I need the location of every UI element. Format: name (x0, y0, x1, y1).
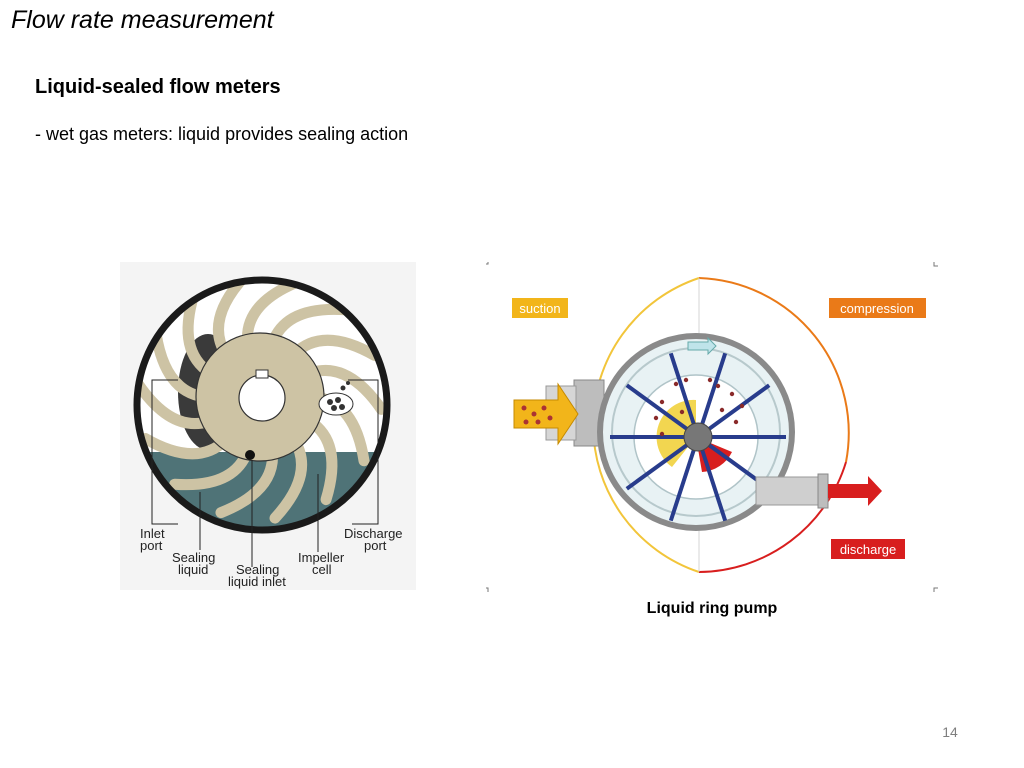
discharge-bubbles (318, 381, 354, 416)
compression-tag: compression (840, 301, 914, 316)
rotor-blade (700, 352, 728, 425)
discharge-tag-bg (831, 539, 905, 559)
suction-tag: suction (519, 301, 560, 316)
pump-caption: Liquid ring pump (646, 600, 778, 617)
rotation-arrow (687, 336, 717, 356)
rotor-bubbles (653, 377, 745, 437)
label-discharge-port-2: port (364, 538, 387, 553)
label-inlet-port: Inlet (140, 526, 165, 541)
rotor-blade (700, 449, 728, 522)
label-sealing-liquid: Sealing (172, 550, 215, 565)
impeller-keyway (255, 369, 269, 379)
liquid-ring-pump-svg: suction compression discharge (486, 262, 938, 592)
suction-arrow (513, 382, 579, 446)
label-discharge-port: Discharge (344, 526, 403, 541)
label-sealing-liquid-2: liquid (178, 562, 208, 577)
label-inlet-port-2: port (140, 538, 163, 553)
compression-arc (698, 277, 850, 463)
suction-arrow-bubbles (521, 405, 553, 425)
impeller-bore (238, 374, 286, 422)
suction-tag-bg (512, 298, 568, 318)
rotor-blade (625, 443, 688, 491)
bullet-text: - wet gas meters: liquid provides sealin… (35, 124, 409, 144)
section-heading: Liquid-sealed flow meters (35, 76, 281, 98)
rotor-blades (610, 352, 786, 522)
liquid-ring-pump-diagram: suction compression discharge (486, 262, 938, 592)
wet-gas-meter-svg: Inlet port Sealing liquid Sealing liquid… (133, 276, 403, 589)
meter-labels: Inlet port Sealing liquid Sealing liquid… (140, 526, 403, 589)
discharge-tag: discharge (840, 542, 896, 557)
rotor-shaft (683, 422, 713, 452)
rotor-blade (668, 449, 696, 522)
discharge-flange (817, 473, 829, 509)
leader-lines (151, 379, 379, 567)
suction-cell (656, 399, 696, 467)
corner-marks (486, 262, 938, 592)
meter-housing (133, 276, 391, 534)
sealing-inlet-dot (245, 450, 255, 460)
page-number: 14 (942, 724, 958, 740)
discharge-arrow (828, 476, 882, 506)
label-sealing-inlet: Sealing (236, 562, 279, 577)
slide-title: Flow rate measurement (11, 6, 274, 34)
discharge-pipe (755, 476, 827, 506)
rotor-blade (668, 352, 696, 425)
rotor-blade (708, 383, 771, 431)
compression-tag-bg (829, 298, 926, 318)
label-sealing-inlet-2: liquid inlet (228, 574, 286, 589)
rotor-blade (625, 383, 688, 431)
wet-gas-meter-diagram: Inlet port Sealing liquid Sealing liquid… (120, 262, 416, 590)
label-impeller-cell-2: cell (312, 562, 332, 577)
label-impeller-cell: Impeller (298, 550, 345, 565)
